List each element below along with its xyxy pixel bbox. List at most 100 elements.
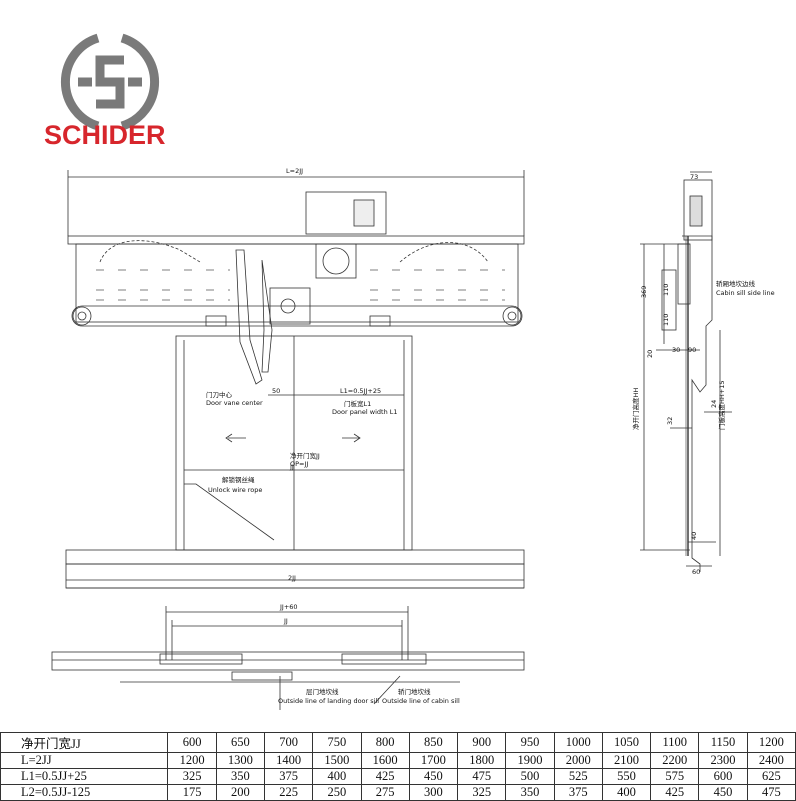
plan-dim-top: JJ+60 bbox=[279, 603, 298, 611]
table-cell: 950 bbox=[505, 732, 555, 753]
hanger-beam bbox=[75, 243, 519, 323]
door-vane bbox=[235, 249, 263, 385]
table-cell: 750 bbox=[312, 732, 362, 753]
schider-logo bbox=[61, 33, 159, 131]
table-cell: 375 bbox=[263, 768, 314, 785]
panel-dim-label: L1=0.5JJ+25 bbox=[340, 387, 381, 395]
table-cell: 550 bbox=[601, 768, 652, 785]
side-dim-30: 30 bbox=[672, 346, 680, 354]
table-cell: 900 bbox=[457, 732, 507, 753]
table-cell: 2300 bbox=[698, 752, 748, 769]
table-cell: 425 bbox=[650, 784, 700, 801]
logo-ring-right bbox=[120, 33, 159, 131]
table-cell: 175 bbox=[167, 784, 217, 801]
jj-label: JJ bbox=[289, 463, 294, 471]
sill-line-en: Cabin sill side line bbox=[716, 289, 775, 297]
side-dim-110a: 110 bbox=[662, 284, 670, 296]
row-label: 净开门宽JJ bbox=[0, 732, 169, 753]
table-cell: 2000 bbox=[553, 752, 603, 769]
table-cell: 350 bbox=[215, 768, 266, 785]
table-cell: 1050 bbox=[601, 732, 652, 753]
table-cell: 525 bbox=[553, 768, 603, 785]
table-cell: 225 bbox=[263, 784, 314, 801]
brand-name: SCHIDER bbox=[44, 120, 166, 150]
dim-top-label: L=2JJ bbox=[286, 167, 303, 175]
table-cell: 2200 bbox=[650, 752, 700, 769]
cabin-sill-en: Outside line of cabin sill bbox=[382, 697, 460, 705]
table-cell: 1700 bbox=[408, 752, 459, 769]
sill-line-cn: 轿厢地坎边线 bbox=[716, 279, 756, 288]
cabin-sill-cn: 轿门地坎线 bbox=[398, 687, 431, 696]
table-cell: 375 bbox=[553, 784, 603, 801]
side-view bbox=[640, 171, 732, 572]
motor bbox=[315, 243, 357, 279]
landing-sill-en: Outside line of landing door sill bbox=[278, 697, 379, 705]
table-cell: 1000 bbox=[553, 732, 603, 753]
table-cell: 1200 bbox=[746, 732, 796, 753]
table-cell: 625 bbox=[746, 768, 796, 785]
table-cell: 325 bbox=[167, 768, 217, 785]
table-cell: 2100 bbox=[601, 752, 652, 769]
clear-width-op: OP=JJ bbox=[290, 460, 308, 468]
panel-width-cn: 门板宽L1 bbox=[344, 399, 371, 408]
side-dim-60: 60 bbox=[692, 568, 700, 576]
dim-bottom-label: 2JJ bbox=[288, 574, 296, 582]
table-cell: 300 bbox=[408, 784, 459, 801]
door-sill bbox=[65, 549, 525, 565]
table-cell: 475 bbox=[746, 784, 796, 801]
vane-center-cn: 门刀中心 bbox=[206, 390, 233, 399]
dim-50: 50 bbox=[272, 387, 280, 395]
table-cell: 1300 bbox=[215, 752, 266, 769]
table-cell: 1900 bbox=[505, 752, 555, 769]
table-cell: 425 bbox=[360, 768, 410, 785]
table-cell: 1800 bbox=[457, 752, 507, 769]
side-dim-24: 24 bbox=[710, 400, 718, 408]
row-label: L=2JJ bbox=[0, 752, 169, 769]
unlock-rope-en: Unlock wire rope bbox=[208, 486, 262, 494]
side-dim-369: 369 bbox=[640, 286, 648, 298]
table-cell: 1500 bbox=[312, 752, 362, 769]
table-cell: 1200 bbox=[167, 752, 217, 769]
table-cell: 400 bbox=[312, 768, 362, 785]
row-label: L2=0.5JJ-125 bbox=[0, 784, 169, 801]
plan-view bbox=[51, 606, 525, 710]
clear-width-cn: 净开门宽JJ bbox=[290, 451, 320, 460]
logo-ring-left bbox=[61, 33, 100, 131]
table-cell: 475 bbox=[457, 768, 507, 785]
logo-s-shape bbox=[95, 55, 125, 109]
controller-box bbox=[305, 191, 387, 235]
table-cell: 275 bbox=[360, 784, 410, 801]
table-cell: 1400 bbox=[263, 752, 314, 769]
table-cell: 2400 bbox=[746, 752, 796, 769]
unlock-rope-cn: 解锁钢丝绳 bbox=[222, 475, 255, 484]
table-cell: 650 bbox=[215, 732, 266, 753]
front-view bbox=[65, 170, 525, 589]
technical-drawing: L=2JJ 门刀中心 Door vane center 50 L1=0.5JJ+… bbox=[51, 167, 775, 710]
table-cell: 850 bbox=[408, 732, 459, 753]
table-cell: 1100 bbox=[650, 732, 700, 753]
table-cell: 1150 bbox=[698, 732, 748, 753]
table-cell: 500 bbox=[505, 768, 555, 785]
table-cell: 325 bbox=[457, 784, 507, 801]
side-dim-73: 73 bbox=[690, 173, 698, 181]
vane-center-en: Door vane center bbox=[206, 399, 263, 407]
side-dim-40: 40 bbox=[690, 532, 698, 540]
panel-height-label: 门板高度HH+15 bbox=[717, 381, 726, 431]
side-dim-110b: 110 bbox=[662, 314, 670, 326]
landing-sill-cn: 层门地坎线 bbox=[306, 687, 339, 696]
table-cell: 250 bbox=[312, 784, 362, 801]
table-cell: 350 bbox=[505, 784, 555, 801]
row-label: L1=0.5JJ+25 bbox=[0, 768, 169, 785]
plan-dim-mid: JJ bbox=[283, 617, 288, 625]
table-cell: 450 bbox=[698, 784, 748, 801]
table-cell: 400 bbox=[601, 784, 652, 801]
side-dim-20: 20 bbox=[646, 350, 654, 358]
side-dim-90: 90 bbox=[688, 346, 696, 354]
table-cell: 575 bbox=[650, 768, 700, 785]
plan-rail bbox=[51, 651, 525, 671]
